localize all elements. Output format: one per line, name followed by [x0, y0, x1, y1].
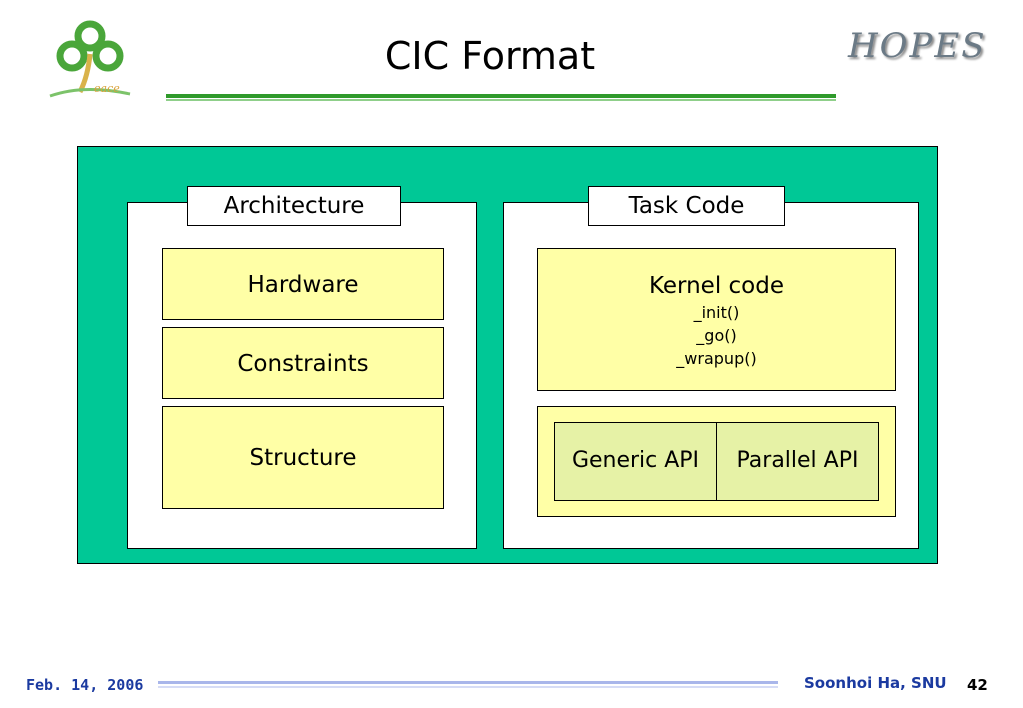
footer-author: Soonhoi Ha, SNU: [804, 674, 947, 692]
hopes-logo: HOPES: [848, 26, 987, 66]
constraints-box: Constraints: [162, 327, 444, 399]
parallel-api-cell: Parallel API: [716, 422, 879, 501]
architecture-label: Architecture: [187, 186, 401, 226]
footer-date: Feb. 14, 2006: [26, 676, 144, 694]
hardware-box: Hardware: [162, 248, 444, 320]
kernel-code-title: Kernel code: [648, 273, 785, 299]
title-divider-shadow: [166, 99, 836, 101]
kernel-go-function: _go(): [696, 326, 737, 345]
task-code-label: Task Code: [588, 186, 785, 226]
kernel-code-box: Kernel code _init() _go() _wrapup(): [537, 248, 896, 391]
svg-text:eace: eace: [94, 82, 120, 95]
peace-logo: eace: [44, 14, 134, 104]
kernel-wrapup-function: _wrapup(): [676, 349, 757, 368]
page-number: 42: [967, 676, 988, 694]
kernel-init-function: _init(): [693, 303, 740, 322]
clover-icon: eace: [49, 20, 131, 98]
footer-divider: [158, 681, 778, 684]
footer-divider-shadow: [158, 686, 778, 688]
page-title: CIC Format: [384, 34, 596, 78]
title-divider: [166, 94, 836, 98]
structure-box: Structure: [162, 406, 444, 509]
generic-api-cell: Generic API: [554, 422, 717, 501]
